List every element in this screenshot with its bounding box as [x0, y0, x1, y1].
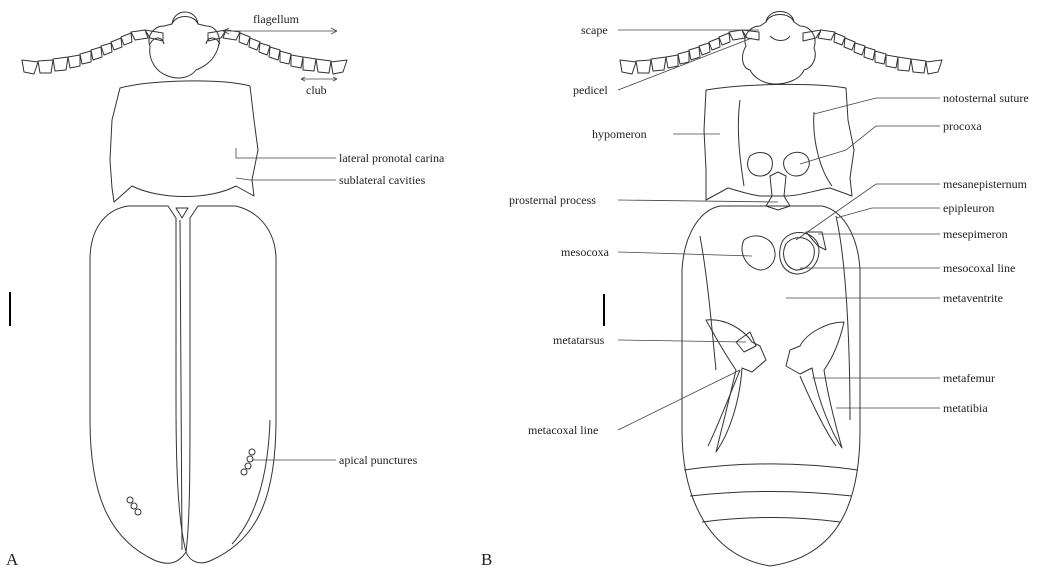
- head-dorsal: [149, 17, 219, 79]
- puncture: [135, 509, 141, 515]
- prosternal-process: [766, 172, 790, 210]
- label-metafemur: metafemur: [943, 371, 995, 385]
- antennae-b: [620, 30, 942, 74]
- left-antenna: [22, 30, 163, 74]
- label-epipleuron: epipleuron: [943, 201, 994, 215]
- leader-notosternal-suture: [814, 98, 940, 114]
- hypomeron-inner-line: [738, 100, 744, 186]
- panel-a-dorsal-view: flagellum club lateral pronotal carina s…: [6, 12, 445, 569]
- label-notosternal-suture: notosternal suture: [943, 91, 1029, 105]
- right-antenna: [208, 30, 347, 74]
- epipleuron-line: [836, 216, 850, 420]
- left-elytron: [90, 206, 186, 563]
- metacoxal-line-right: [800, 376, 836, 446]
- apical-punctures-left: [127, 497, 141, 515]
- left-epipleural-line: [700, 236, 716, 370]
- label-mesocoxa: mesocoxa: [561, 245, 610, 259]
- left-antenna-b: [620, 30, 759, 74]
- label-sublateral-cavities: sublateral cavities: [339, 173, 426, 187]
- label-metatarsus: metatarsus: [553, 333, 605, 347]
- scutellum: [176, 208, 188, 218]
- label-mesanepisternum: mesanepisternum: [943, 177, 1028, 191]
- left-metaleg: [706, 320, 766, 452]
- leader-prosternal-process: [618, 200, 778, 202]
- leader-mesocoxa: [618, 252, 752, 256]
- label-mesocoxal-line: mesocoxal line: [943, 261, 1015, 275]
- elytral-suture-left: [180, 220, 182, 550]
- puncture: [241, 469, 247, 475]
- puncture: [245, 463, 251, 469]
- procoxa-right: [784, 152, 810, 176]
- mesocoxa-left: [742, 236, 775, 270]
- leader-procoxa: [800, 126, 940, 164]
- label-scape: scape: [581, 23, 608, 37]
- leader-epipleuron: [836, 208, 940, 218]
- label-club: club: [306, 83, 327, 97]
- puncture: [131, 503, 137, 509]
- label-hypomeron: hypomeron: [592, 127, 647, 141]
- body-ventral: [682, 206, 860, 566]
- notosternal-suture-line: [814, 112, 832, 186]
- puncture: [249, 449, 255, 455]
- puncture: [127, 497, 133, 503]
- label-mesepimeron: mesepimeron: [943, 227, 1008, 241]
- label-metacoxal-line: metacoxal line: [528, 423, 598, 437]
- label-pedicel: pedicel: [573, 83, 608, 97]
- ventrite-suture-3: [702, 518, 840, 523]
- prothorax-ventral: [704, 84, 854, 200]
- panel-letter-a: A: [6, 550, 19, 569]
- label-procoxa: procoxa: [943, 119, 982, 133]
- antennae-a: [22, 30, 347, 74]
- leader-sublateral-cavities: [236, 178, 336, 180]
- pronotum: [110, 81, 258, 202]
- mouthparts: [766, 12, 794, 41]
- puncture: [247, 456, 253, 462]
- clypeus: [172, 12, 198, 24]
- ventrite-suture-1: [684, 464, 858, 470]
- leaders-b: [618, 30, 940, 430]
- leader-metacoxal-line: [618, 370, 740, 430]
- mesocoxa-right: [784, 238, 815, 270]
- right-elytron: [186, 206, 276, 563]
- panel-letter-b: B: [481, 550, 492, 569]
- label-metaventrite: metaventrite: [943, 291, 1003, 305]
- leader-pedicel: [618, 38, 752, 90]
- panel-b-ventral-view: scape pedicel hypomeron prosternal proce…: [481, 12, 1029, 570]
- apical-punctures-right: [241, 449, 255, 475]
- head-ventral: [743, 15, 816, 85]
- right-metaleg: [786, 322, 844, 448]
- label-prosternal-process: prosternal process: [509, 193, 596, 207]
- leader-lateral-pronotal-carina: [236, 148, 336, 158]
- label-metatibia: metatibia: [943, 401, 988, 415]
- label-lateral-pronotal-carina: lateral pronotal carina: [339, 151, 445, 165]
- ventrite-suture-2: [690, 492, 852, 497]
- label-apical-punctures: apical punctures: [339, 453, 418, 467]
- label-flagellum: flagellum: [253, 12, 300, 26]
- right-antenna-b: [803, 30, 942, 74]
- epipleural-edge: [232, 420, 270, 544]
- procoxa-left: [748, 153, 773, 176]
